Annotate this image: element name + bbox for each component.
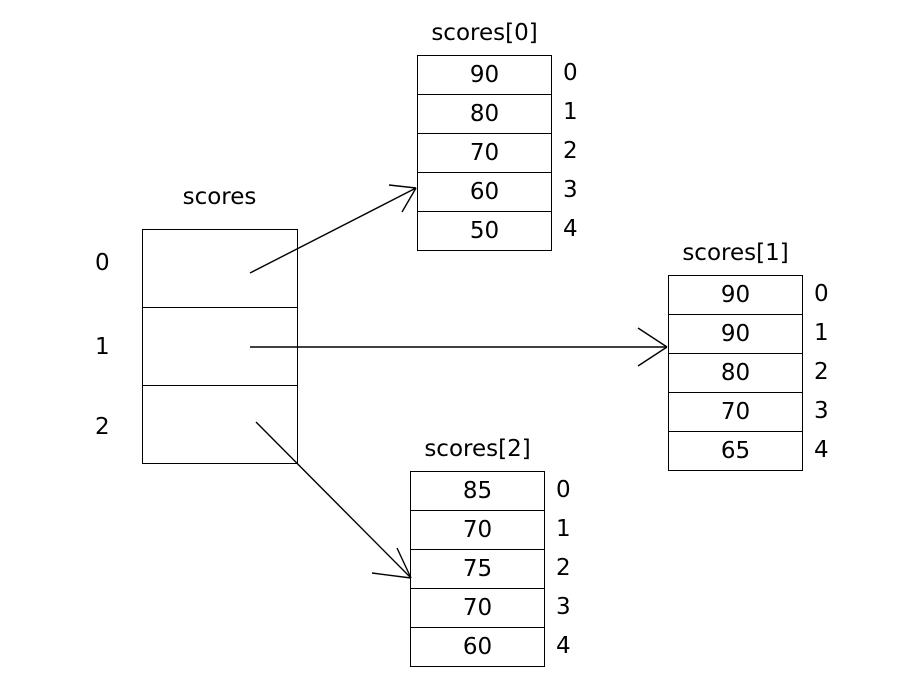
sub-array-1-cell-1[interactable]: 90 xyxy=(669,315,802,354)
pointer-index-1: 1 xyxy=(95,334,110,360)
pointer-array-box xyxy=(142,229,298,464)
sub-array-2-cell-1[interactable]: 70 xyxy=(411,511,544,550)
pointer-cell-0[interactable] xyxy=(143,230,297,308)
sub-array-1-cell-4[interactable]: 65 xyxy=(720,438,751,464)
sub-array-1-index-1: 1 xyxy=(814,320,829,346)
sub-array-2-title: scores[2] xyxy=(424,436,531,462)
sub-array-2-cell-4[interactable]: 60 xyxy=(462,634,493,660)
arrow-pointer-1-to-scores1 xyxy=(250,327,668,367)
sub-array-1-index-3: 3 xyxy=(814,398,829,424)
sub-array-1-cell-0[interactable]: 90 xyxy=(669,276,802,315)
sub-array-1-title: scores[1] xyxy=(682,240,789,266)
arrow-pointer-2-to-scores2 xyxy=(255,421,412,579)
sub-array-1-cell-3[interactable]: 70 xyxy=(669,393,802,432)
sub-array-0-index-1: 1 xyxy=(563,99,578,125)
sub-array-2-cell-0[interactable]: 85 xyxy=(411,472,544,511)
sub-array-2-index-1: 1 xyxy=(556,516,571,542)
sub-array-0-box: 90 80 70 60 50 xyxy=(417,55,552,251)
sub-array-2-box: 85 70 75 70 60 xyxy=(410,471,545,667)
arrow-pointer-0-to-scores0 xyxy=(249,184,417,274)
pointer-array-title: scores xyxy=(182,184,257,210)
pointer-index-2: 2 xyxy=(95,414,110,440)
sub-array-0-cell-3[interactable]: 60 xyxy=(418,173,551,212)
sub-array-0-index-0: 0 xyxy=(563,60,578,86)
sub-array-2-cell-2[interactable]: 75 xyxy=(411,550,544,589)
sub-array-0-cell-2[interactable]: 70 xyxy=(418,134,551,173)
sub-array-0-index-2: 2 xyxy=(563,138,578,164)
sub-array-1-index-0: 0 xyxy=(814,281,829,307)
sub-array-0-index-4: 4 xyxy=(563,216,578,242)
sub-array-1-index-2: 2 xyxy=(814,359,829,385)
sub-array-0-cell-1[interactable]: 80 xyxy=(418,95,551,134)
pointer-cell-2[interactable] xyxy=(143,386,297,463)
pointer-index-0: 0 xyxy=(95,250,110,276)
sub-array-0-title: scores[0] xyxy=(431,20,538,46)
sub-array-2-index-0: 0 xyxy=(556,477,571,503)
sub-array-1-index-4: 4 xyxy=(814,437,829,463)
sub-array-2-index-2: 2 xyxy=(556,555,571,581)
sub-array-1-cell-2[interactable]: 80 xyxy=(669,354,802,393)
sub-array-1-box: 90 90 80 70 65 xyxy=(668,275,803,471)
sub-array-2-cell-3[interactable]: 70 xyxy=(411,589,544,628)
pointer-cell-1[interactable] xyxy=(143,308,297,386)
sub-array-2-index-3: 3 xyxy=(556,594,571,620)
sub-array-0-cell-4[interactable]: 50 xyxy=(469,218,500,244)
sub-array-2-index-4: 4 xyxy=(556,633,571,659)
sub-array-0-index-3: 3 xyxy=(563,177,578,203)
sub-array-0-cell-0[interactable]: 90 xyxy=(418,56,551,95)
